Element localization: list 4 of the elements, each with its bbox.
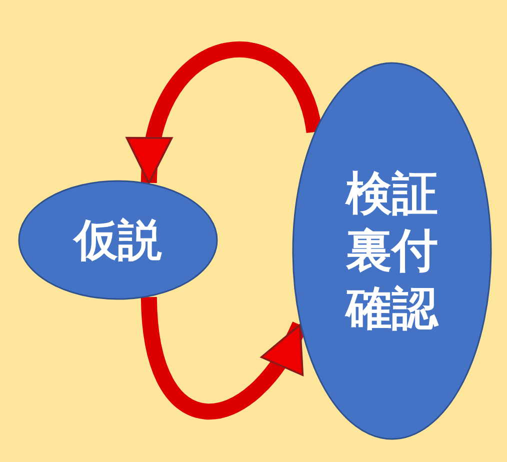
node-label: 仮説: [74, 214, 162, 268]
ellipse-node: [18, 180, 218, 300]
ellipse-node: [292, 62, 492, 440]
node-label: 検証裏付確認: [344, 164, 440, 337]
